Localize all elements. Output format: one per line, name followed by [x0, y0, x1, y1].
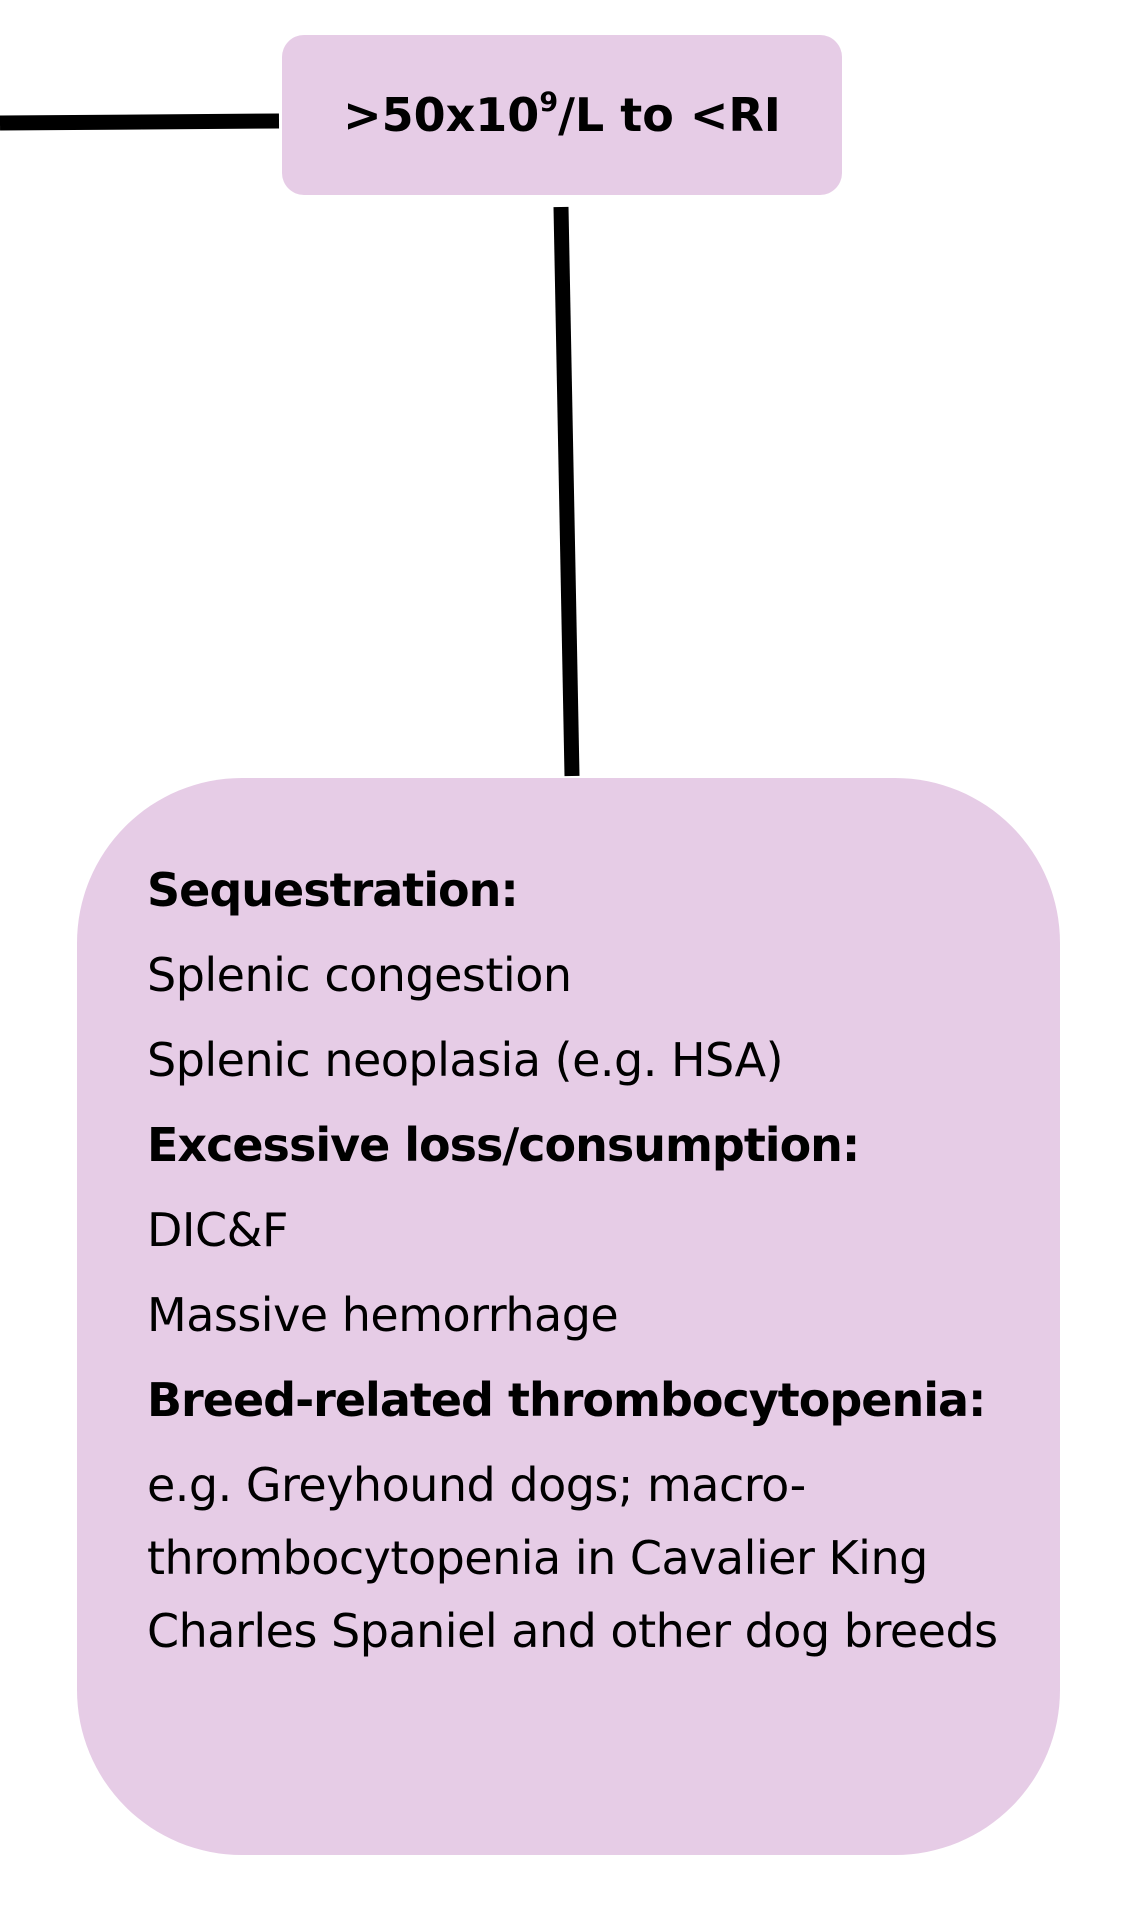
- section-heading-excessive-loss: Excessive loss/consumption:: [147, 1118, 860, 1172]
- left-connector-line: [0, 113, 280, 131]
- list-item-dic: DIC&F: [147, 1203, 288, 1257]
- threshold-label-suffix: /L to <RI: [558, 88, 781, 142]
- section-heading-breed-related: Breed-related thrombocytopenia:: [147, 1373, 986, 1427]
- causes-node: Sequestration: Splenic congestion Spleni…: [77, 778, 1060, 1855]
- threshold-node: >50x109/L to <RI: [282, 35, 842, 195]
- list-item-splenic-congestion: Splenic congestion: [147, 948, 572, 1002]
- list-item-breed-examples: e.g. Greyhound dogs; macro-thrombocytope…: [147, 1458, 998, 1658]
- list-item-splenic-neoplasia: Splenic neoplasia (e.g. HSA): [147, 1033, 784, 1087]
- list-item-massive-hemorrhage: Massive hemorrhage: [147, 1288, 619, 1342]
- threshold-label-exponent: 9: [539, 87, 559, 118]
- threshold-label: >50x109/L to <RI: [343, 89, 781, 138]
- threshold-label-prefix: >50x10: [343, 88, 540, 142]
- causes-list: Sequestration: Splenic congestion Spleni…: [147, 854, 1020, 1668]
- vertical-connector-line: [553, 206, 580, 777]
- section-heading-sequestration: Sequestration:: [147, 863, 519, 917]
